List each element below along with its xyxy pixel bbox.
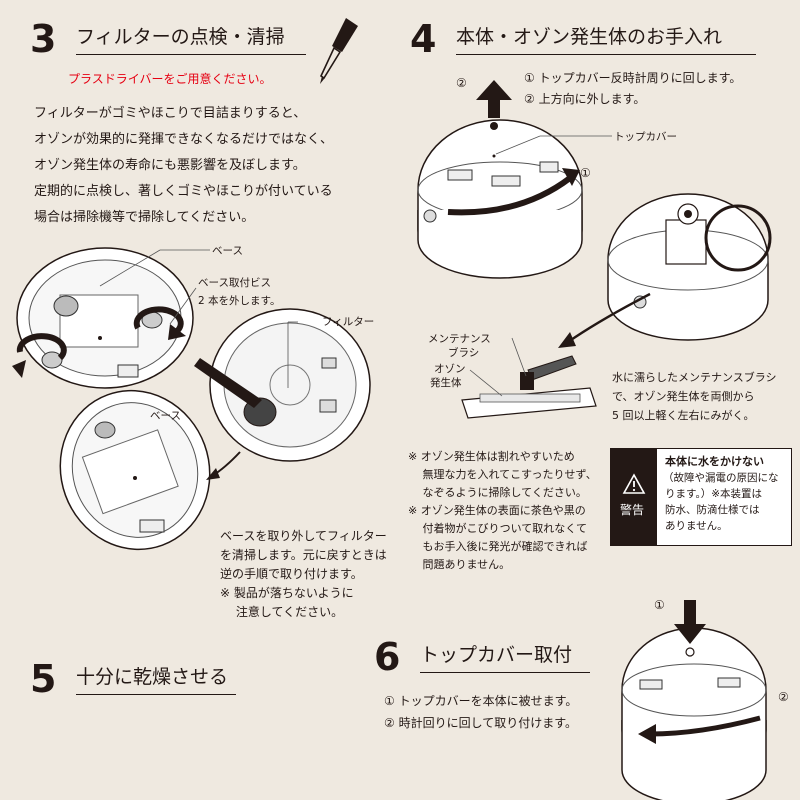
step4-marker-2: ② xyxy=(456,76,467,90)
open-unit-drawing xyxy=(607,193,772,341)
step6-title: トップカバー取付 xyxy=(420,644,590,673)
caption-line: ベースを取り外してフィルター xyxy=(220,529,387,543)
label-brush-1: メンテナンス xyxy=(428,333,491,345)
warning-body-line: 防水、防滴仕様では xyxy=(665,504,760,516)
base-unit-illustration xyxy=(12,247,371,551)
note-line: 問題ありません。 xyxy=(408,558,511,571)
step6-instructions: ① トップカバーを本体に被せます。 ② 時計回りに回して取り付けます。 xyxy=(384,690,577,734)
warning-body-line: （故障や漏電の原因にな xyxy=(663,472,779,484)
step3-note: プラスドライバーをご用意ください。 xyxy=(68,72,272,86)
step3-body-line: 定期的に点検し、著しくゴミやほこりが付いている xyxy=(34,184,333,199)
step6-marker-2: ② xyxy=(778,690,789,704)
step3-number: 3 xyxy=(30,17,57,61)
step6-marker-1: ① xyxy=(654,598,665,612)
filter-unit-drawing xyxy=(194,308,371,462)
warning-triangle-icon xyxy=(622,473,646,494)
step3-body-line: フィルターがゴミやほこりで目詰まりすると、 xyxy=(34,106,307,121)
brush-caption-line: で、オゾン発生体を両側から xyxy=(612,390,755,403)
label-top-cover: トップカバー xyxy=(614,131,677,143)
note-line: 無理な力を入れてこすったりせず、 xyxy=(408,468,597,481)
label-base-bottom: ベース xyxy=(150,410,181,422)
brush-caption-line: 5 回以上軽く左右にみがく。 xyxy=(612,409,755,422)
step4-notes: ※ オゾン発生体は割れやすいため 無理な力を入れてこすったりせず、 なぞるように… xyxy=(408,448,597,574)
brush-caption-line: 水に濡らしたメンテナンスブラシ xyxy=(612,371,777,384)
warning-body-line: ります。）※本装置は xyxy=(665,488,762,500)
label-base-top: ベース xyxy=(212,245,243,257)
note-line: ※ オゾン発生体は割れやすいため xyxy=(408,450,575,463)
label-filter: フィルター xyxy=(322,316,375,328)
label-screws-1: ベース取付ビス xyxy=(198,277,271,289)
caption-line: ※ 製品が落ちないように xyxy=(220,586,354,600)
step3-body-line: 場合は掃除機等で掃除してください。 xyxy=(34,210,255,225)
step3-body-line: オゾン発生体の寿命にも悪影響を及ぼします。 xyxy=(34,158,306,173)
note-line: もお手入後に発光が確認できれば xyxy=(408,540,588,553)
warning-box: 警告 本体に水をかけない （故障や漏電の原因にな ります。）※本装置は 防水、防… xyxy=(610,448,792,546)
caption-line: を清掃します。元に戻すときは xyxy=(220,548,387,562)
step4-marker-1: ① xyxy=(580,166,591,180)
step4-number: 4 xyxy=(410,17,437,61)
ozone-generator-drawing xyxy=(461,387,597,419)
base-bottom-drawing xyxy=(59,389,211,551)
warning-label: 警告 xyxy=(620,503,645,517)
warning-badge: 警告 xyxy=(611,449,657,545)
maintenance-brush-drawing xyxy=(520,355,577,390)
body-unit-illustration xyxy=(417,80,772,419)
instruction-line: ② 上方向に外します。 xyxy=(524,92,646,106)
screwdriver-icon xyxy=(319,18,358,84)
instruction-line: ② 時計回りに回して取り付けます。 xyxy=(384,716,578,730)
base-top-drawing xyxy=(16,247,194,389)
step3-title: フィルターの点検・清掃 xyxy=(76,26,306,55)
caption-line: 注意してください。 xyxy=(220,605,344,619)
top-cover-drawing xyxy=(417,119,583,279)
step6-number: 6 xyxy=(374,635,401,679)
label-generator-2: 発生体 xyxy=(430,377,462,389)
caption-line: 逆の手順で取り付けます。 xyxy=(220,567,363,581)
label-brush-2: ブラシ xyxy=(448,347,480,359)
step5-title: 十分に乾燥させる xyxy=(76,666,236,695)
step3-caption: ベースを取り外してフィルター を清掃します。元に戻すときは 逆の手順で取り付けま… xyxy=(220,527,387,622)
note-line: なぞるように掃除してください。 xyxy=(408,486,587,499)
step3-body-line: オゾンが効果的に発揮できなくなるだけではなく、 xyxy=(34,132,334,147)
warning-body-line: ありません。 xyxy=(665,520,728,532)
instruction-line: ① トップカバー反時計周りに回します。 xyxy=(524,71,742,85)
note-line: 付着物がこびりついて取れなくて xyxy=(408,522,587,535)
label-generator-1: オゾン xyxy=(434,363,466,375)
step4-instructions: ① トップカバー反時計周りに回します。 ② 上方向に外します。 xyxy=(524,68,741,110)
instruction-line: ① トップカバーを本体に被せます。 xyxy=(384,694,578,708)
note-line: ※ オゾン発生体の表面に茶色や黒の xyxy=(408,504,586,517)
warning-title: 本体に水をかけない xyxy=(665,455,764,468)
step3-body: フィルターがゴミやほこりで目詰まりすると、 オゾンが効果的に発揮できなくなるだけ… xyxy=(34,101,333,231)
step5-number: 5 xyxy=(30,657,57,701)
step4-title: 本体・オゾン発生体のお手入れ xyxy=(456,26,756,55)
attach-cover-illustration xyxy=(621,600,767,800)
label-screws-2: 2 本を外します。 xyxy=(198,295,281,307)
brush-caption: 水に濡らしたメンテナンスブラシ で、オゾン発生体を両側から 5 回以上軽く左右に… xyxy=(612,368,777,425)
